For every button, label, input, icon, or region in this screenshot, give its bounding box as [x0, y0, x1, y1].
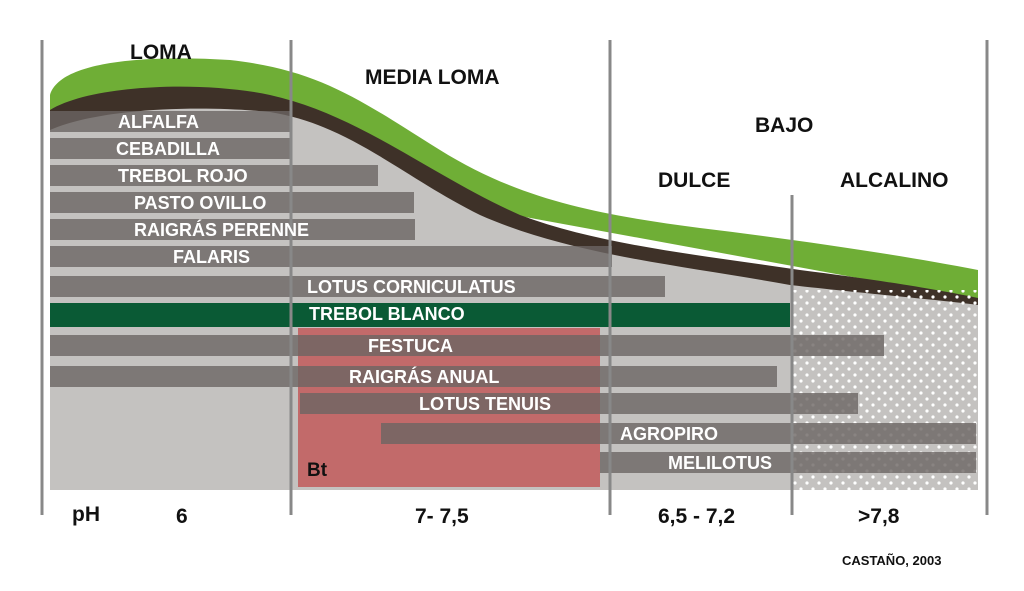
species-label: LOTUS TENUIS — [419, 394, 552, 414]
species-label: RAIGRÁS ANUAL — [349, 367, 500, 387]
zone-media-loma: MEDIA LOMA — [365, 66, 500, 89]
ph-media-loma: 7- 7,5 — [415, 505, 469, 528]
species-bar — [50, 111, 290, 132]
species-label: TREBOL BLANCO — [309, 304, 465, 324]
ph-dulce: 6,5 - 7,2 — [658, 505, 736, 528]
species-label: PASTO OVILLO — [134, 193, 267, 213]
species-label: CEBADILLA — [116, 139, 220, 159]
species-bar — [600, 452, 976, 473]
zone-loma: LOMA — [130, 41, 192, 64]
species-bar — [50, 165, 378, 186]
species-bar — [50, 276, 665, 297]
species-label: FESTUCA — [368, 336, 453, 356]
bt-label: Bt — [307, 460, 328, 481]
species-bar — [50, 219, 415, 240]
species-bar — [50, 303, 790, 327]
species-bar — [50, 246, 612, 267]
species-label: TREBOL ROJO — [118, 166, 248, 186]
species-bar — [50, 335, 884, 356]
ph-loma: 6 — [176, 505, 188, 528]
species-bar — [300, 393, 858, 414]
species-label: RAIGRÁS PERENNE — [134, 220, 310, 240]
species-label: MELILOTUS — [668, 453, 772, 473]
ph-label: pH — [72, 503, 100, 526]
zone-alcalino: ALCALINO — [840, 169, 949, 192]
zone-dulce: DULCE — [658, 169, 731, 192]
species-label: AGROPIRO — [620, 424, 719, 444]
zone-bajo: BAJO — [755, 114, 814, 137]
species-label: FALARIS — [173, 247, 251, 267]
zone-dividers — [40, 40, 989, 515]
species-label: ALFALFA — [118, 112, 199, 132]
species-bar — [381, 423, 976, 444]
ph-alcalino: >7,8 — [858, 505, 900, 528]
species-bar — [50, 366, 777, 387]
species-bar — [50, 138, 292, 159]
species-label: LOTUS CORNICULATUS — [307, 277, 516, 297]
credit: CASTAÑO, 2003 — [842, 553, 942, 568]
species-bar — [50, 192, 414, 213]
